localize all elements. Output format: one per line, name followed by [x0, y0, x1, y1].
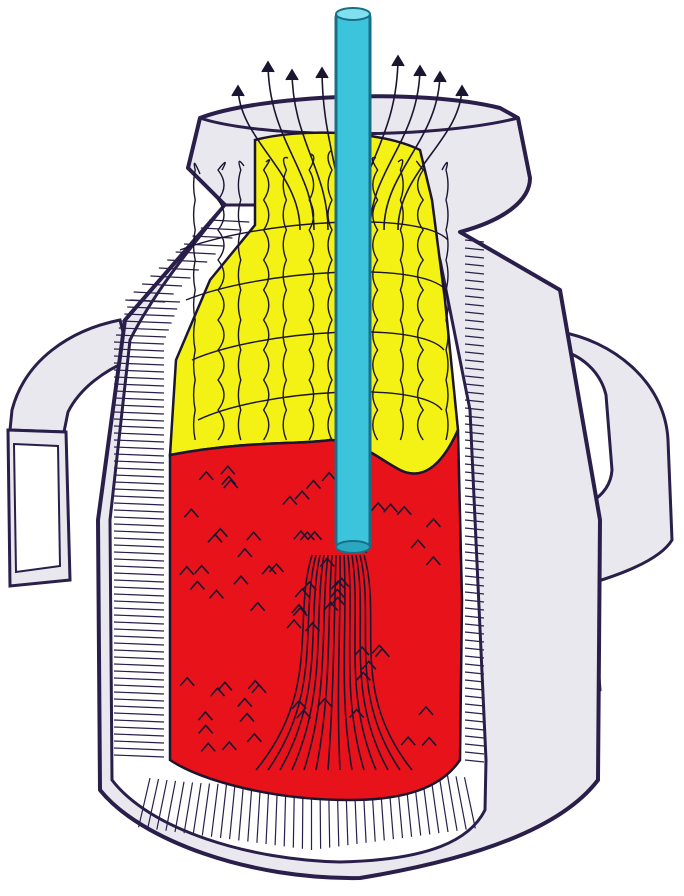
molten-metal-bath: [170, 430, 462, 800]
oxygen-lance: [336, 8, 370, 553]
